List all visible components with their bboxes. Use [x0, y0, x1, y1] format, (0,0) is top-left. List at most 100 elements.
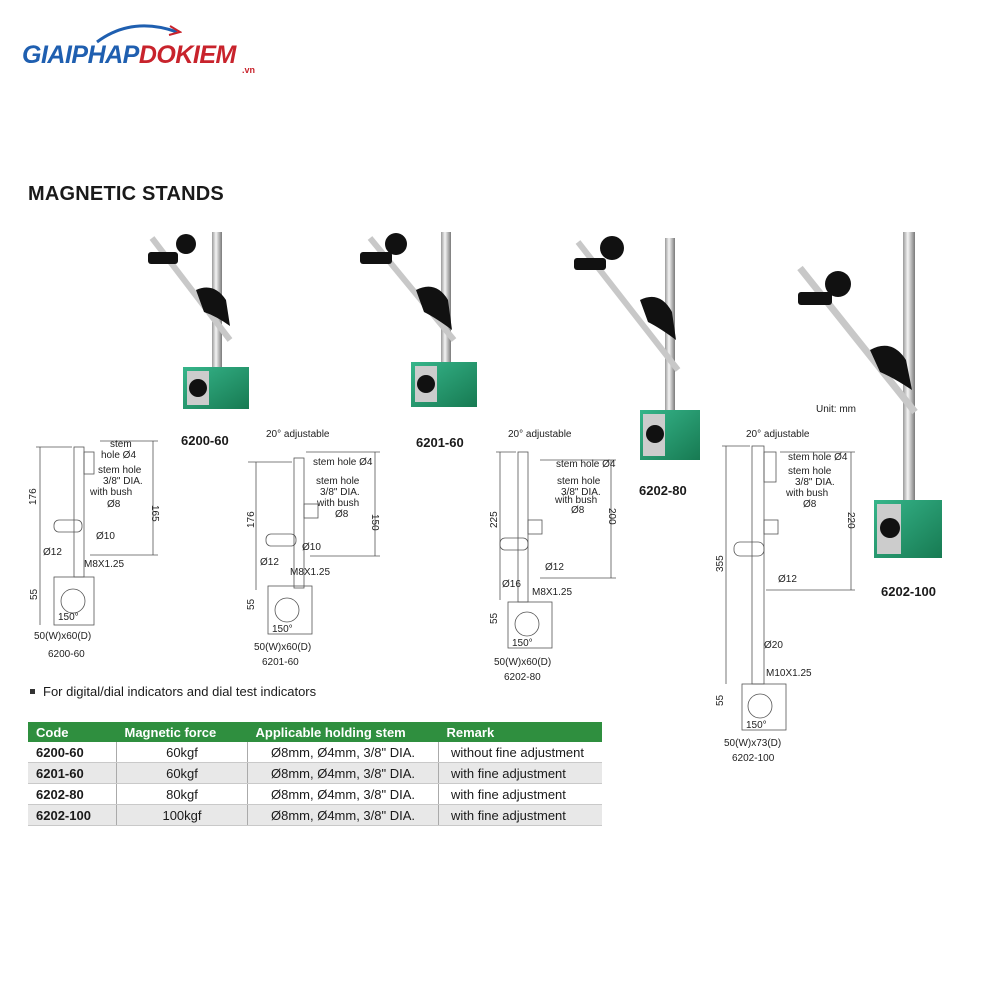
drawing4-h220-label: 220	[845, 512, 856, 529]
drawing2-angle-label: 150°	[272, 624, 293, 635]
product-photo-6201-60	[360, 232, 477, 407]
table-header-row: Code Magnetic force Applicable holding s…	[28, 722, 602, 742]
drawing-6202-100	[722, 445, 855, 731]
table-row: 6201-60 60kgf Ø8mm, Ø4mm, 3/8" DIA. with…	[28, 762, 602, 784]
drawing3-o12-label: Ø12	[545, 562, 564, 573]
drawing2-h150-label: 150	[369, 514, 380, 531]
header-code: Code	[28, 722, 117, 742]
header-remark: Remark	[438, 722, 602, 742]
drawing1-dia38-label: 3/8" DIA.	[103, 476, 143, 487]
drawing1-o12-label: Ø12	[43, 547, 62, 558]
cell-code: 6202-100	[28, 804, 117, 826]
drawing1-h176-label: 176	[28, 488, 39, 505]
drawing4-adjust-label: 20° adjustable	[746, 429, 810, 440]
drawing2-o8-label: Ø8	[335, 509, 349, 520]
drawing3-h200-label: 200	[606, 508, 617, 525]
cell-stem: Ø8mm, Ø4mm, 3/8" DIA.	[247, 783, 439, 805]
drawing2-with-bush-label: with bush	[316, 498, 359, 509]
drawing2-o12-label: Ø12	[260, 557, 279, 568]
drawing4-code-label: 6202-100	[732, 753, 775, 764]
drawing1-thread-label: M8X1.25	[84, 559, 124, 570]
drawing3-dia38-label: 3/8" DIA.	[561, 487, 601, 498]
drawing3-stem-hole-label: stem hole	[557, 476, 601, 487]
model-label-6202-100: 6202-100	[881, 584, 936, 599]
drawing1-o10-label: Ø10	[96, 531, 115, 542]
drawing2-dia38-label: 3/8" DIA.	[320, 487, 360, 498]
cell-remark: without fine adjustment	[438, 742, 602, 763]
cell-remark: with fine adjustment	[438, 783, 602, 805]
cell-remark: with fine adjustment	[438, 804, 602, 826]
drawing2-adjust-label: 20° adjustable	[266, 429, 330, 440]
drawing-6201-60	[248, 451, 380, 635]
drawing4-with-bush-label: with bush	[785, 488, 828, 499]
cell-force: 60kgf	[116, 742, 248, 763]
page-title: MAGNETIC STANDS	[28, 183, 224, 205]
drawing4-dia38-label: 3/8" DIA.	[795, 477, 835, 488]
drawing3-thread-label: M8X1.25	[532, 587, 572, 598]
model-label-6200-60: 6200-60	[181, 433, 229, 448]
drawing1-h165-label: 165	[149, 505, 160, 522]
cell-stem: Ø8mm, Ø4mm, 3/8" DIA.	[247, 804, 439, 826]
logo-wordmark: GIAIPHAPDOKIEM	[22, 41, 236, 69]
drawing4-thread-label: M10X1.25	[766, 668, 812, 679]
drawing1-stem-label: stem	[110, 439, 132, 450]
drawing2-h176-label: 176	[246, 511, 257, 528]
drawing3-adjust-label: 20° adjustable	[508, 429, 572, 440]
drawing3-code-label: 6202-80	[504, 672, 541, 683]
drawing3-with-bush-label: with bush	[554, 495, 597, 506]
drawing1-with-bush-label: with bush	[89, 487, 132, 498]
drawing3-hole4-label: stem hole Ø4	[556, 459, 616, 470]
table-row: 6202-80 80kgf Ø8mm, Ø4mm, 3/8" DIA. with…	[28, 783, 602, 805]
table-row: 6202-100 100kgf Ø8mm, Ø4mm, 3/8" DIA. wi…	[28, 804, 602, 826]
drawing4-h355-label: 355	[715, 555, 726, 572]
drawing3-base-label: 50(W)x60(D)	[494, 657, 551, 668]
drawing1-base-label: 50(W)x60(D)	[34, 631, 91, 642]
drawing1-hole4-label: hole Ø4	[101, 450, 136, 461]
drawing3-angle-label: 150°	[512, 638, 533, 649]
drawing2-o10-label: Ø10	[302, 542, 321, 553]
drawing1-angle-label: 150°	[58, 612, 79, 623]
header-magnetic-force: Magnetic force	[116, 722, 248, 742]
drawing2-base-label: 50(W)x60(D)	[254, 642, 311, 653]
drawing2-h55-label: 55	[246, 598, 257, 610]
product-photo-6200-60	[148, 232, 249, 409]
drawing3-o16-label: Ø16	[502, 579, 521, 590]
product-photo-6202-100	[797, 232, 942, 558]
header-holding-stem: Applicable holding stem	[247, 722, 439, 742]
model-label-6201-60: 6201-60	[416, 435, 464, 450]
drawing1-o8-label: Ø8	[107, 499, 121, 510]
drawing1-h55-label: 55	[29, 588, 40, 600]
drawing4-stem-hole-label: stem hole	[788, 466, 832, 477]
drawing3-o8-label: Ø8	[571, 505, 585, 516]
bullet-icon	[30, 689, 35, 695]
cell-code: 6200-60	[28, 742, 117, 763]
brand-logo[interactable]: GIAIPHAPDOKIEM .vn	[22, 22, 272, 75]
drawing1-code-label: 6200-60	[48, 649, 85, 660]
drawing3-h55-label: 55	[489, 612, 500, 624]
cell-code: 6202-80	[28, 783, 117, 805]
cell-force: 100kgf	[116, 804, 248, 826]
drawing2-thread-label: M8X1.25	[290, 567, 330, 578]
unit-label: Unit: mm	[816, 404, 856, 415]
cell-stem: Ø8mm, Ø4mm, 3/8" DIA.	[247, 742, 439, 763]
cell-code: 6201-60	[28, 762, 117, 784]
product-photo-6202-80	[574, 236, 700, 460]
logo-swoosh-icon	[96, 24, 182, 44]
table-row: 6200-60 60kgf Ø8mm, Ø4mm, 3/8" DIA. with…	[28, 742, 602, 763]
drawing4-h55-label: 55	[715, 694, 726, 706]
usage-note: For digital/dial indicators and dial tes…	[30, 684, 316, 699]
drawing4-angle-label: 150°	[746, 720, 767, 731]
drawing4-base-label: 50(W)x73(D)	[724, 738, 781, 749]
drawing1-stem-hole-label: stem hole	[98, 465, 142, 476]
cell-stem: Ø8mm, Ø4mm, 3/8" DIA.	[247, 762, 439, 784]
cell-force: 60kgf	[116, 762, 248, 784]
drawing4-o20-label: Ø20	[764, 640, 783, 651]
drawing2-hole4-label: stem hole Ø4	[313, 457, 373, 468]
drawing2-code-label: 6201-60	[262, 657, 299, 668]
cell-remark: with fine adjustment	[438, 762, 602, 784]
drawing3-h225-label: 225	[489, 511, 500, 528]
drawing4-hole4-label: stem hole Ø4	[788, 452, 848, 463]
drawing4-o12-label: Ø12	[778, 574, 797, 585]
drawing-6202-80	[496, 451, 616, 649]
